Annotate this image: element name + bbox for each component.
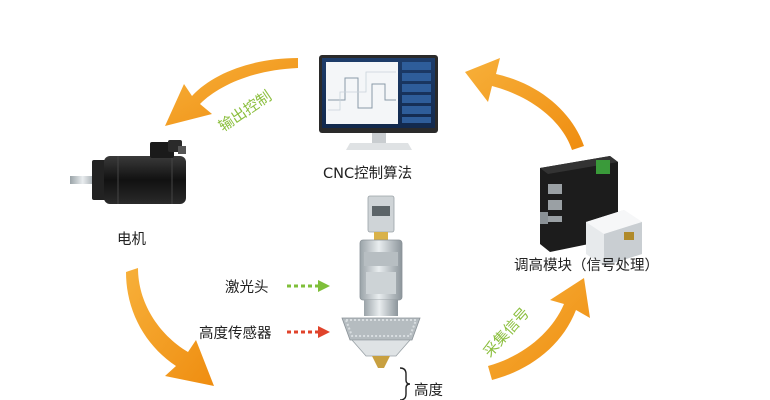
height-sensor-label: 高度传感器 <box>199 326 272 342</box>
controller-module-icon <box>540 156 642 266</box>
arrow-output-control <box>165 58 298 126</box>
motor-label: 电机 <box>117 232 146 248</box>
laser-cutting-head-icon <box>341 195 421 368</box>
module-label: 调高模块（信号处理） <box>514 258 659 274</box>
cnc-label: CNC控制算法 <box>323 166 413 182</box>
height-sensor-arrow <box>287 326 330 338</box>
height-label: 高度 <box>414 383 443 399</box>
servo-motor-icon <box>70 140 186 204</box>
arrow-signal-acquisition <box>488 278 590 380</box>
height-brace <box>399 367 411 400</box>
laser-head-label: 激光头 <box>225 280 269 296</box>
monitor-icon <box>319 55 438 150</box>
arrow-motor-down <box>126 268 214 386</box>
laser-head-arrow <box>287 280 330 292</box>
arrow-cnc-return <box>465 58 584 150</box>
output-control-label: 输出控制 <box>215 87 275 135</box>
